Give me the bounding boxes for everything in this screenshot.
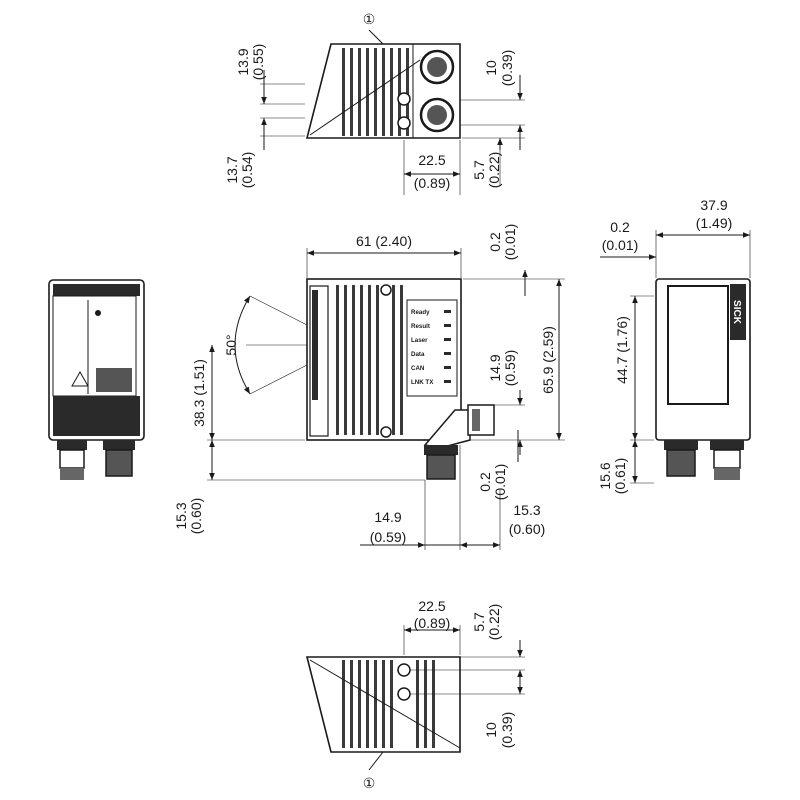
top-dim-13-7-in: (0.54) [239,152,255,189]
bottom-dim-22-5-mm: 22.5 [418,598,445,614]
top-dim-5-7-mm: 5.7 [471,160,487,180]
side-window [667,285,729,405]
bottom-fins [342,660,435,748]
side-dim-44-7: 44.7 (1.76) [614,316,630,384]
top-dim-13-7-mm: 13.7 [224,156,240,183]
side-dim-15-6-mm: 15.6 [597,462,613,489]
top-dim-13-9-in: (0.55) [250,44,266,81]
side-connector-1 [666,449,696,477]
front-dim-14-9-h-mm: 14.9 [374,509,401,525]
front-dim-14-9-v-mm: 14.9 [487,354,503,381]
led-label-0: Ready [411,309,430,316]
led-label-4: CAN [411,365,425,372]
led-indicators [444,310,451,383]
front-dim-height: 65.9 (2.59) [540,326,556,394]
front-screw-top [380,284,392,296]
side-view: 37.9 (1.49) 0.2 (0.01) SICK 44.7 (1.76) … [597,197,751,495]
bottom-dim-10-mm: 10 [483,722,499,738]
bottom-screw-1 [397,663,411,677]
left-bottom-band [53,396,140,436]
front-dim-0-2-top-in: (0.01) [502,224,518,261]
front-dim-0-2-top-mm: 0.2 [487,232,503,252]
top-dim-5-7-in: (0.22) [486,152,502,189]
led-label-1: Result [411,323,430,330]
led-label-2: Laser [411,337,428,344]
reading-angle-label: 50° [223,334,239,355]
top-dim-22-5-mm: 22.5 [418,152,445,168]
top-view: ① 13.9 (0.55 [224,11,525,195]
side-dim-15-6-in: (0.61) [612,458,628,495]
side-connector-2 [713,449,741,469]
top-dim-10-mm: 10 [483,60,499,76]
top-dim-10-in: (0.39) [499,50,515,87]
front-dim-15-3-left-mm: 15.3 [173,502,189,529]
callout-bottom: ① [363,775,376,791]
top-screw-1 [397,92,411,106]
side-brand-plate [730,284,746,340]
bottom-dim-5-7-mm: 5.7 [471,612,487,632]
front-dim-width: 61 (2.40) [356,233,412,249]
side-dim-37-9-mm: 37.9 [700,197,727,213]
front-dim-15-3-right-mm: 15.3 [513,502,540,518]
callout-top: ① [363,11,376,27]
left-top-band [53,284,140,296]
bottom-dim-10-in: (0.39) [499,712,515,749]
front-dim-38-3: 38.3 (1.51) [191,359,207,427]
top-connector-lower-core [427,105,447,125]
front-dim-15-3-right-in: (0.60) [509,521,546,537]
led-label-3: Data [411,351,425,358]
bottom-dim-22-5-in: (0.89) [414,615,451,631]
top-diagonal [309,59,421,136]
brand-logo: SICK [731,300,742,325]
left-label-plate [96,368,132,392]
bottom-dim-5-7-in: (0.22) [486,604,502,641]
top-dim-13-9-mm: 13.9 [235,48,251,75]
front-view: 61 (2.40) Ready Result Laser Data CAN LN… [173,224,565,550]
front-dim-0-2-bot-mm: 0.2 [477,472,493,492]
front-screw-bottom [380,426,392,438]
reading-angle-arc [234,295,251,395]
bottom-screw-2 [397,687,411,701]
left-connector-2 [105,449,133,477]
top-screw-2 [397,116,411,130]
top-dim-22-5-in: (0.89) [414,175,451,191]
front-connector-bottom [426,454,456,480]
front-dim-14-9-h-in: (0.59) [370,529,407,545]
left-connector-1 [59,449,85,469]
side-dim-0-2-mm: 0.2 [610,219,630,235]
front-dim-0-2-bot-in: (0.01) [492,464,508,501]
top-fins [342,48,409,136]
front-connector-side [467,404,495,436]
top-connector-upper-core [427,57,447,77]
front-fins [336,285,403,435]
front-dim-14-9-v-in: (0.59) [502,350,518,387]
left-dot-icon [95,310,101,316]
side-dim-37-9-in: (1.49) [696,215,733,231]
front-dim-15-3-left-in: (0.60) [188,498,204,535]
led-label-5: LNK TX [411,379,434,386]
callout-bottom-leader [368,751,384,771]
laser-warning-icon [71,370,89,387]
left-end-view [48,279,145,480]
bottom-diagonal [309,659,461,749]
side-dim-0-2-in: (0.01) [602,237,639,253]
bottom-view: 22.5 (0.89) 5.7 (0.22) 10 (0.39) ① [305,598,525,791]
